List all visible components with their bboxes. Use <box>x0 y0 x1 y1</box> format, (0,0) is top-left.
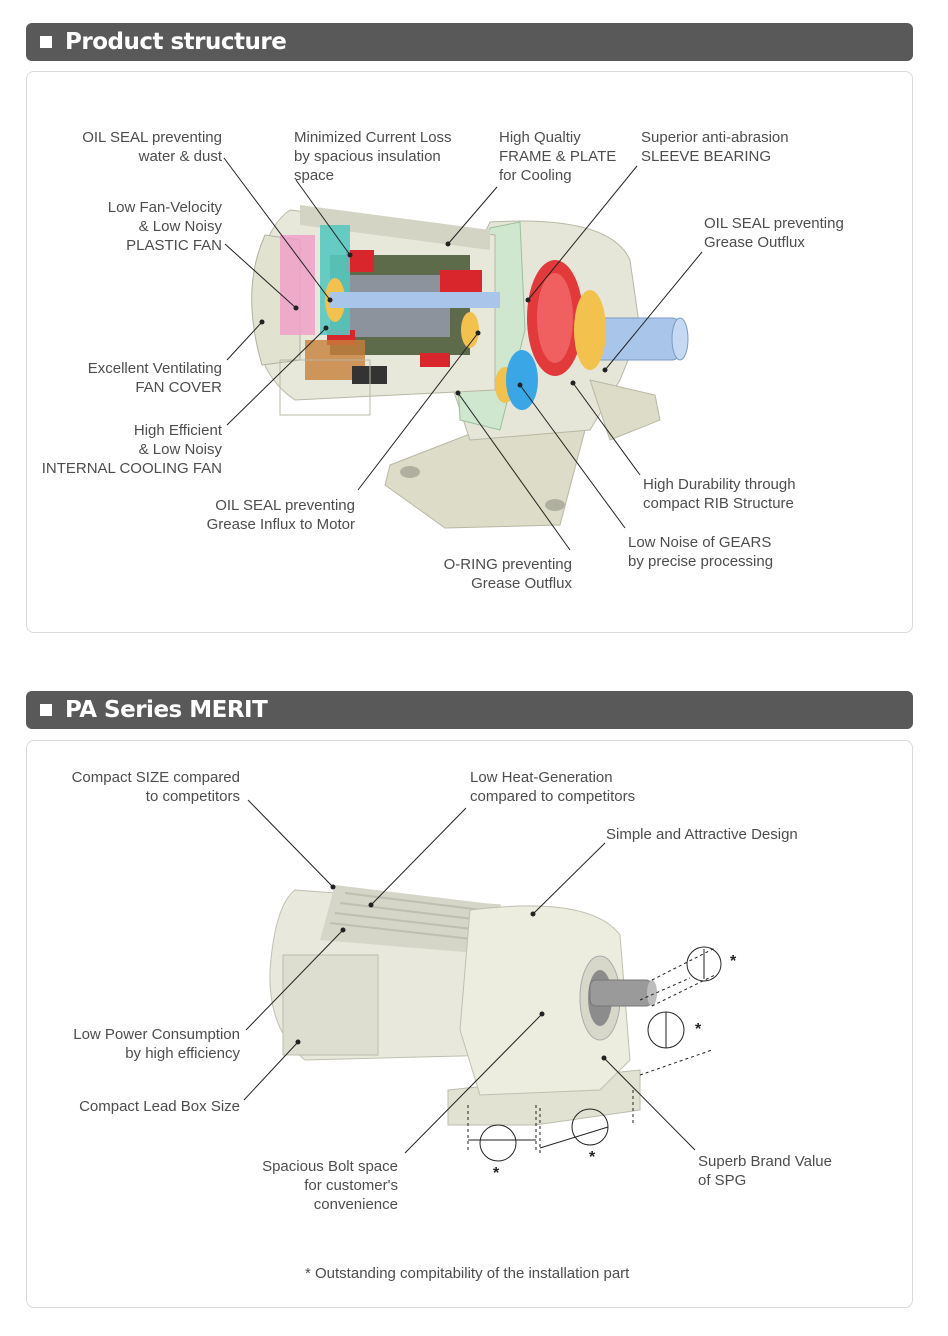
asterisk-mark: * <box>493 1165 500 1182</box>
asterisk-mark: * <box>730 953 737 970</box>
label-lead-box: Compact Lead Box Size <box>79 1098 240 1115</box>
section-title: PA Series MERIT <box>65 697 268 723</box>
motor-cutaway-illustration <box>223 157 703 551</box>
label-design: Simple and Attractive Design <box>606 826 798 843</box>
asterisk-mark: * <box>695 1021 702 1038</box>
square-bullet-icon <box>40 704 52 716</box>
asterisk-mark: * <box>589 1149 596 1166</box>
section-header-merit: PA Series MERIT <box>26 691 913 729</box>
section-header-structure: Product structure <box>26 23 913 61</box>
footnote: * Outstanding compitability of the insta… <box>305 1265 630 1282</box>
section-title: Product structure <box>65 29 287 55</box>
square-bullet-icon <box>40 36 52 48</box>
